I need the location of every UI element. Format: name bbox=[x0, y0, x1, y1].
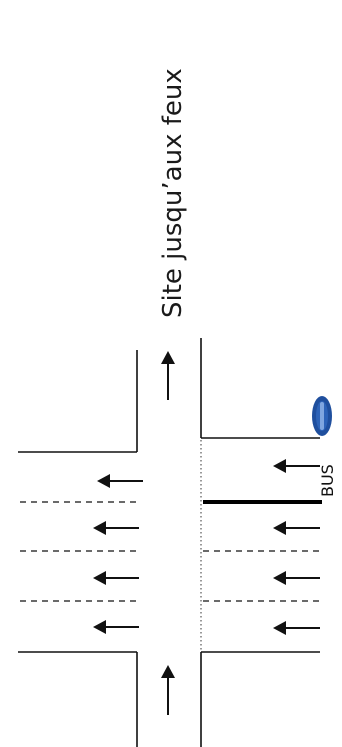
arrow-up-icon bbox=[161, 351, 175, 400]
arrow-up-icon bbox=[161, 665, 175, 715]
arrow-left-icon bbox=[273, 459, 320, 473]
bus-lane-label: BUS bbox=[318, 464, 337, 497]
arrow-left-icon bbox=[273, 521, 320, 535]
diagram-title: Site jusqu’aux feux bbox=[158, 68, 188, 318]
arrow-left-icon bbox=[273, 571, 320, 585]
arrow-left-icon bbox=[273, 621, 320, 635]
bus-stop-badge-icon bbox=[312, 396, 332, 436]
arrow-left-icon bbox=[97, 474, 143, 488]
arrow-left-icon bbox=[93, 620, 139, 634]
arrow-left-icon bbox=[93, 571, 139, 585]
arrow-left-icon bbox=[93, 521, 139, 535]
